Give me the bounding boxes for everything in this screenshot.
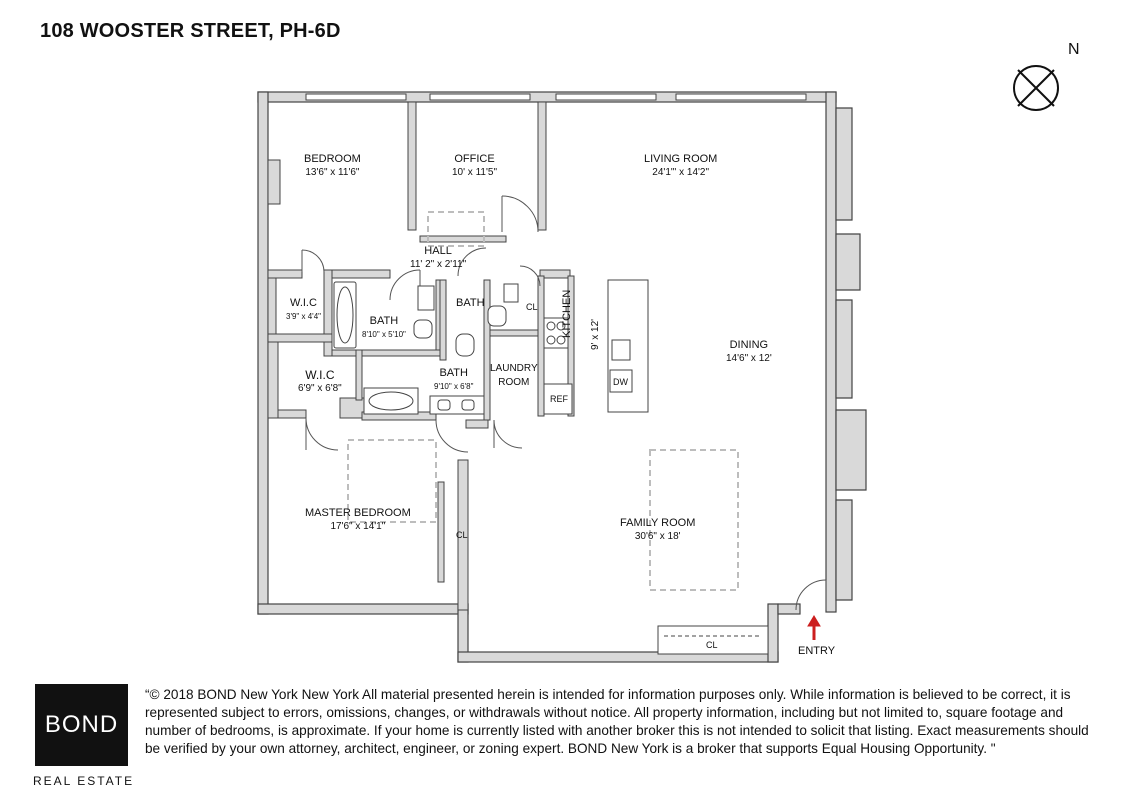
room-dimension: 30'6" x 18' — [634, 531, 681, 542]
room-dimension: 14'6" x 12' — [726, 353, 772, 364]
room-name: W.I.C — [305, 368, 335, 382]
room-dining-label: DINING 14'6" x 12' — [726, 338, 772, 366]
room-cl1-label: CL — [526, 302, 538, 312]
left-pier — [267, 159, 281, 205]
room-dimension: 9'10" x 6'8" — [434, 382, 474, 391]
room-dimension: 10' x 11'5" — [452, 167, 497, 178]
room-kitchen-dim: 9' x 12' — [589, 319, 603, 350]
room-dimension: 3'9" x 4'4" — [286, 312, 321, 321]
appliance-dw-label: DW — [613, 377, 628, 387]
room-dimension: 6'9" x 6'8" — [298, 383, 342, 394]
room-hall-label: HALL 11' 2" x 2'11" — [410, 244, 466, 272]
room-name: KITCHEN — [561, 289, 573, 338]
dashed-outlines — [347, 211, 739, 591]
room-laundry-label: LAUNDRY ROOM — [490, 362, 538, 390]
room-master-label: MASTER BEDROOM 17'6" x 14'1" — [305, 506, 411, 534]
room-family-label: FAMILY ROOM 30'6" x 18' — [620, 516, 695, 544]
disclaimer-text: “© 2018 BOND New York New York All mater… — [145, 687, 1089, 756]
bond-logo: BOND — [35, 684, 128, 766]
room-name: FAMILY ROOM — [620, 517, 696, 529]
room-dimension: 17'6" x 14'1" — [330, 521, 386, 532]
room-name: OFFICE — [454, 153, 495, 165]
doors — [301, 195, 827, 611]
room-name: LIVING ROOM — [644, 153, 718, 165]
room-wic-large-label: W.I.C 6'9" x 6'8" — [298, 368, 342, 396]
room-name-line2: ROOM — [498, 377, 530, 388]
floor-plan — [257, 91, 867, 663]
room-name: HALL — [424, 245, 452, 257]
room-name: MASTER BEDROOM — [305, 507, 411, 519]
appliance-ref-label: REF — [550, 394, 568, 404]
room-dimension: 9' x 12' — [590, 318, 601, 350]
room-name: BATH — [456, 297, 485, 309]
room-name: DINING — [729, 339, 769, 351]
room-bath1-label: BATH 8'10" x 5'10" — [362, 314, 406, 342]
right-piers — [835, 107, 867, 601]
room-name: BATH — [439, 367, 468, 379]
room-name: W.I.C — [290, 297, 317, 309]
interior-walls — [267, 101, 575, 611]
windows — [305, 93, 807, 101]
room-office-label: OFFICE 10' x 11'5" — [452, 152, 497, 180]
compass-label: N — [1068, 41, 1080, 58]
room-living-label: LIVING ROOM 24'1"' x 14'2" — [644, 152, 717, 180]
room-dimension: 24'1"' x 14'2" — [652, 167, 710, 178]
room-cl3-label: CL — [706, 640, 718, 650]
entry-arrow-icon — [807, 615, 821, 640]
fixtures — [333, 279, 769, 655]
room-name: BATH — [369, 315, 399, 327]
room-dimension: 11' 2" x 2'11" — [410, 259, 467, 270]
compass-north-icon: N — [1013, 41, 1080, 111]
brand-subtitle: REAL ESTATE — [33, 774, 135, 788]
room-cl2-label: CL — [456, 530, 468, 540]
page-title: 108 WOOSTER STREET, PH-6D — [40, 20, 341, 42]
room-name: BEDROOM — [304, 153, 361, 165]
room-name: LAUNDRY — [490, 363, 538, 374]
room-bedroom-label: BEDROOM 13'6" x 11'6" — [304, 152, 361, 180]
room-wic-small-label: W.I.C 3'9" x 4'4" — [286, 296, 321, 324]
room-dimension: 13'6" x 11'6" — [305, 167, 360, 178]
room-kitchen-label: KITCHEN — [560, 290, 574, 338]
entry-label: ENTRY — [798, 645, 836, 657]
room-bath3-label: BATH 9'10" x 6'8" — [434, 366, 473, 394]
room-bath2-label: BATH — [456, 296, 485, 310]
room-dimension: 8'10" x 5'10" — [362, 330, 406, 339]
